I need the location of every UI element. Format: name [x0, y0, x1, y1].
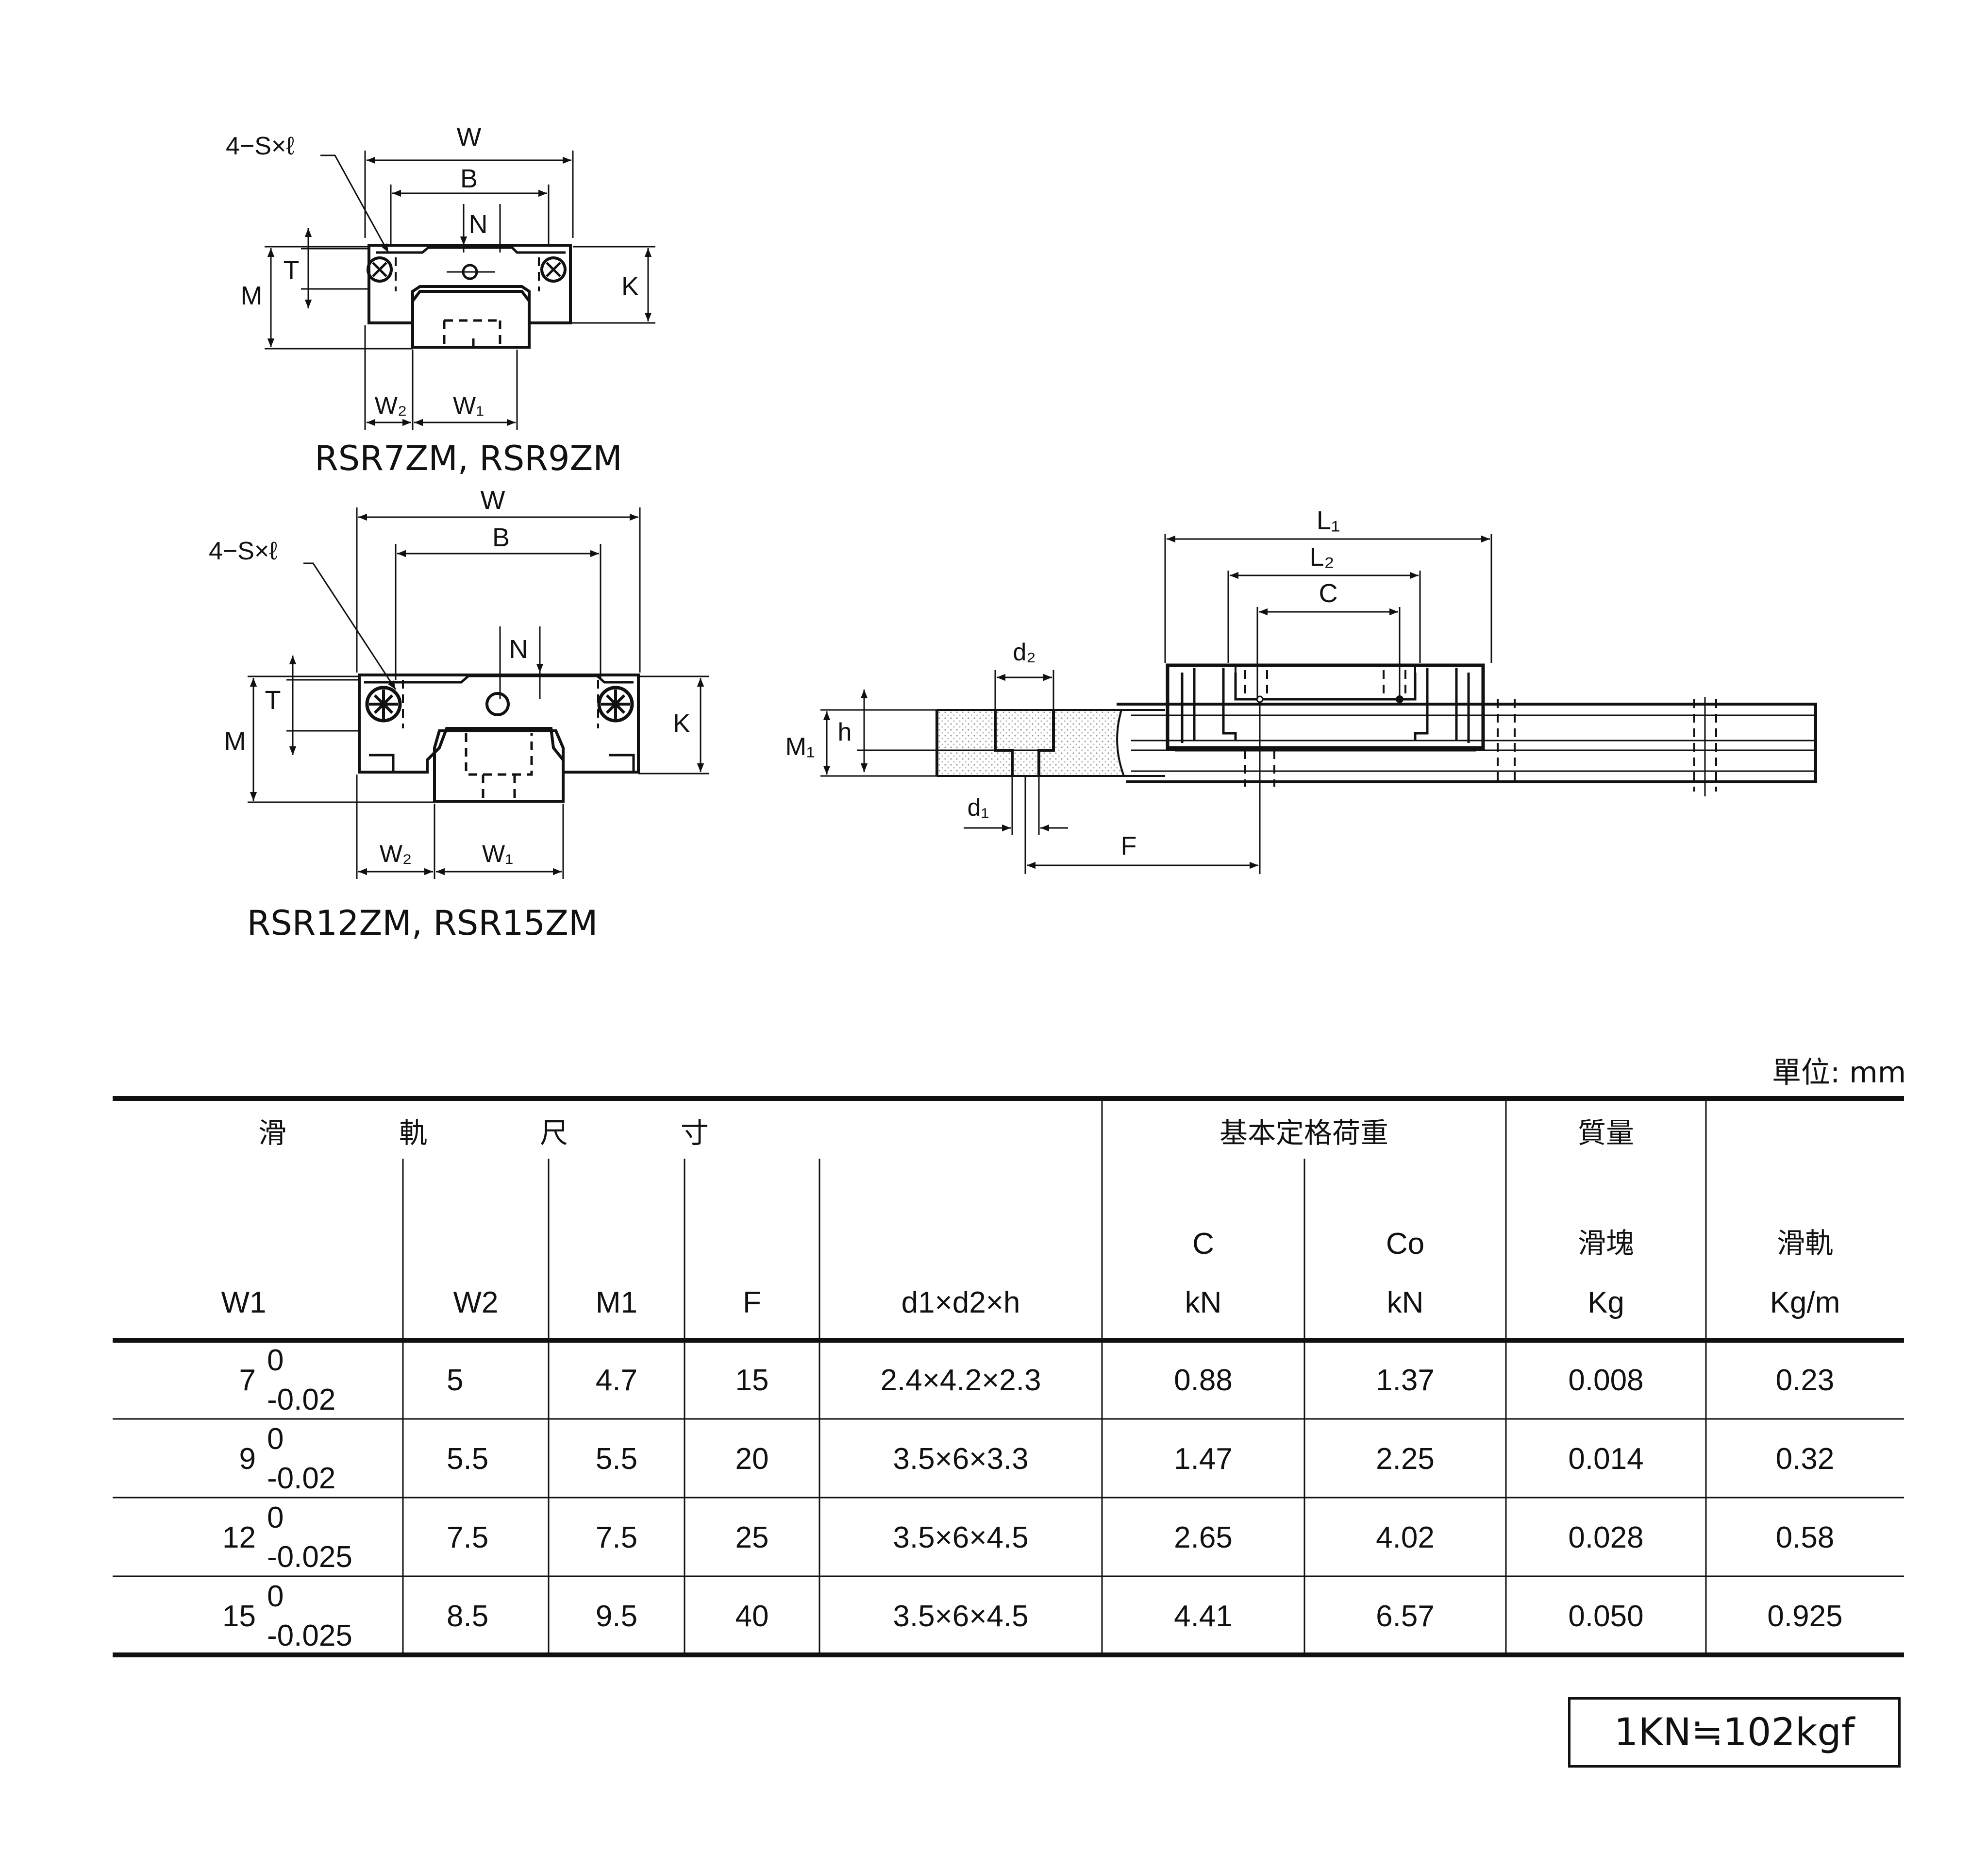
cell-w1: 12: [222, 1521, 256, 1554]
group-header-load: 基本定格荷重: [1219, 1116, 1388, 1149]
cell-tol-upper: 0: [267, 1580, 284, 1613]
cell-w1: 7: [239, 1364, 256, 1397]
cell-d: 3.5×6×4.5: [893, 1521, 1029, 1554]
side-c-label: C: [1319, 579, 1338, 608]
large-block-drawing: W B N 4−S×ℓ T M K W₂ W₁ RSR12ZM, RSR15ZM: [209, 486, 709, 943]
cell-tol-upper: 0: [267, 1501, 284, 1534]
sub-header-rail: 滑軌: [1776, 1227, 1833, 1260]
cell-co: 4.02: [1376, 1521, 1435, 1554]
small-w2-label: W₂: [375, 392, 407, 419]
small-n-label: N: [469, 210, 488, 239]
spec-table: 滑 軌 尺 寸 基本定格荷重 質量 C Co 滑塊 滑軌 W1 W2 M1 F …: [113, 1096, 1904, 1658]
side-l2-label: L₂: [1310, 542, 1335, 572]
cell-m1: 4.7: [595, 1364, 638, 1397]
cell-w1: 15: [222, 1600, 256, 1633]
cell-co: 6.57: [1376, 1600, 1435, 1633]
cell-rail-mass: 0.58: [1775, 1521, 1835, 1554]
large-t-label: T: [265, 686, 281, 715]
large-hole-label: 4−S×ℓ: [209, 537, 277, 565]
table-grid: [113, 1096, 1904, 1657]
cell-w2: 8.5: [447, 1600, 489, 1633]
cell-c: 2.65: [1174, 1521, 1233, 1554]
cell-c: 1.47: [1174, 1442, 1233, 1476]
cell-tol-upper: 0: [267, 1344, 284, 1377]
cell-m1: 7.5: [595, 1521, 638, 1554]
small-m-label: M: [241, 281, 263, 310]
cell-f: 15: [735, 1364, 769, 1397]
cell-block-mass: 0.028: [1568, 1521, 1644, 1554]
cell-m1: 5.5: [595, 1442, 638, 1476]
cell-d: 3.5×6×4.5: [893, 1600, 1029, 1633]
cell-w2: 5: [447, 1364, 464, 1397]
cell-co: 2.25: [1376, 1442, 1435, 1476]
side-m1-label: M₁: [785, 733, 815, 761]
cell-block-mass: 0.008: [1568, 1364, 1644, 1397]
group-header-rail: 滑 軌 尺 寸: [258, 1116, 709, 1149]
cell-tol-lower: -0.02: [267, 1383, 336, 1416]
sub-header-block: 滑塊: [1577, 1227, 1634, 1260]
small-hole-label: 4−S×ℓ: [226, 132, 294, 160]
cell-w2: 5.5: [447, 1442, 489, 1476]
large-w2-label: W₂: [380, 840, 412, 867]
conversion-note: 1KN≒102kgf: [1568, 1697, 1901, 1768]
large-b-label: B: [492, 523, 510, 552]
col-header-co-unit: kN: [1387, 1286, 1424, 1319]
cell-tol-lower: -0.02: [267, 1462, 336, 1495]
cell-rail-mass: 0.32: [1775, 1442, 1835, 1476]
large-block-caption: RSR12ZM, RSR15ZM: [247, 903, 598, 943]
cell-w1: 9: [239, 1442, 256, 1476]
col-header-w1: W1: [221, 1286, 267, 1319]
cell-c: 0.88: [1174, 1364, 1233, 1397]
technical-drawings: W B N 4−S×ℓ T M K W₂ W₁ RSR7ZM, RSR9ZM: [209, 122, 1817, 943]
cell-f: 40: [735, 1600, 769, 1633]
cell-d: 3.5×6×3.3: [893, 1442, 1029, 1476]
col-header-f: F: [743, 1286, 761, 1319]
cell-tol-lower: -0.025: [267, 1540, 352, 1574]
cell-block-mass: 0.014: [1568, 1442, 1644, 1476]
unit-note: 單位: mm: [1772, 1056, 1906, 1090]
sub-header-co: Co: [1386, 1227, 1425, 1261]
cell-tol-upper: 0: [267, 1422, 284, 1456]
cell-tol-lower: -0.025: [267, 1619, 352, 1652]
cell-c: 4.41: [1174, 1600, 1233, 1633]
cell-m1: 9.5: [595, 1600, 638, 1633]
side-f-label: F: [1121, 831, 1137, 860]
group-header-mass: 質量: [1577, 1116, 1634, 1149]
side-h-label: h: [838, 718, 852, 746]
col-header-c-unit: kN: [1185, 1286, 1222, 1319]
cell-co: 1.37: [1376, 1364, 1435, 1397]
small-w1-label: W₁: [453, 392, 484, 419]
cell-block-mass: 0.050: [1568, 1600, 1644, 1633]
col-header-block-unit: Kg: [1587, 1286, 1624, 1319]
small-k-label: K: [621, 272, 639, 301]
sub-header-c: C: [1192, 1227, 1214, 1261]
col-header-d: d1×d2×h: [901, 1286, 1020, 1319]
side-view-drawing: L₁ L₂ C d₂ h M₁ d₁ F: [785, 506, 1817, 874]
col-header-rail-unit: Kg/m: [1770, 1286, 1840, 1319]
small-w-label: W: [457, 122, 482, 152]
cell-w2: 7.5: [447, 1521, 489, 1554]
large-k-label: K: [673, 709, 690, 738]
side-d1-label: d₁: [968, 794, 989, 821]
side-l1-label: L₁: [1317, 506, 1340, 535]
side-d2-label: d₂: [1013, 639, 1036, 666]
cell-rail-mass: 0.925: [1767, 1600, 1843, 1633]
cell-rail-mass: 0.23: [1775, 1364, 1835, 1397]
cell-f: 25: [735, 1521, 769, 1554]
large-w-label: W: [481, 486, 505, 515]
small-block-caption: RSR7ZM, RSR9ZM: [315, 438, 622, 478]
small-t-label: T: [284, 256, 300, 285]
col-header-m1: M1: [595, 1286, 638, 1319]
small-block-drawing: W B N 4−S×ℓ T M K W₂ W₁ RSR7ZM, RSR9ZM: [226, 122, 655, 478]
large-w1-label: W₁: [482, 840, 513, 867]
large-n-label: N: [509, 635, 528, 664]
col-header-w2: W2: [453, 1286, 499, 1319]
cell-d: 2.4×4.2×2.3: [880, 1364, 1041, 1397]
cell-f: 20: [735, 1442, 769, 1476]
large-m-label: M: [224, 727, 246, 756]
small-b-label: B: [460, 164, 478, 193]
